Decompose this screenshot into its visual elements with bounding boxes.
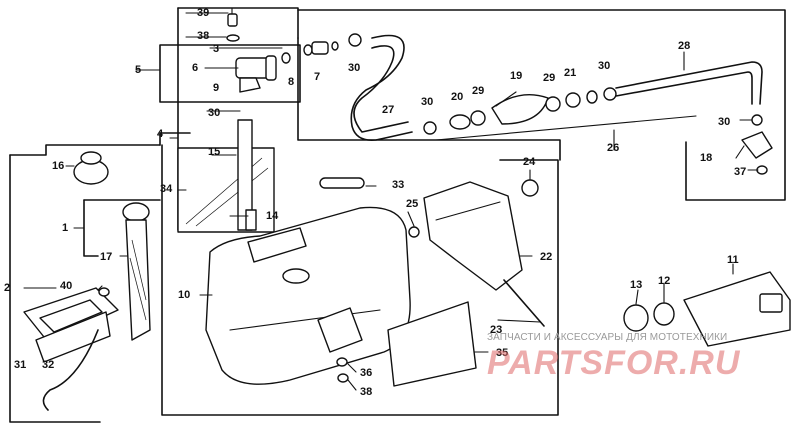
- callout-5: 5: [135, 64, 141, 76]
- callout-26: 26: [607, 142, 619, 154]
- callout-38-top: 38: [197, 30, 209, 42]
- callout-22: 22: [540, 251, 552, 263]
- callout-38-bottom: 38: [360, 386, 372, 398]
- callout-9: 9: [213, 82, 219, 94]
- callout-25: 25: [406, 198, 418, 210]
- callout-18: 18: [700, 152, 712, 164]
- callout-3: 3: [213, 43, 219, 55]
- watermark-brand: PARTSFOR.RU: [487, 344, 741, 382]
- callout-13: 13: [630, 279, 642, 291]
- callout-19: 19: [510, 70, 522, 82]
- callout-32: 32: [42, 359, 54, 371]
- callout-11: 11: [727, 254, 739, 266]
- callout-4: 4: [157, 128, 164, 140]
- callout-7: 7: [314, 71, 320, 83]
- callout-10: 10: [178, 289, 190, 301]
- callout-31: 31: [14, 359, 26, 371]
- callout-30-e: 30: [718, 116, 730, 128]
- callout-21: 21: [564, 67, 576, 79]
- callout-36: 36: [360, 367, 372, 379]
- callout-34: 34: [160, 183, 173, 195]
- tank-strap: [177, 119, 275, 233]
- fuel-tank: [205, 177, 477, 387]
- callout-33: 33: [392, 179, 404, 191]
- callout-29-a: 29: [472, 85, 484, 97]
- callout-2: 2: [4, 282, 10, 294]
- callout-39: 39: [197, 7, 209, 19]
- reservoir-11: [623, 271, 791, 347]
- injector-assembly: [204, 7, 339, 93]
- fuel-cap-and-filter: [23, 151, 151, 411]
- group-frames: [9, 7, 786, 423]
- callout-8: 8: [288, 76, 294, 88]
- callout-30-c: 30: [421, 96, 433, 108]
- callout-15: 15: [208, 146, 220, 158]
- tank-cover: [408, 179, 545, 327]
- callout-17: 17: [100, 251, 112, 263]
- callout-labels: 39 38 3 6 9 5 8 7 30 4 30 15 34 16 1 17 …: [4, 7, 746, 398]
- callout-37: 37: [734, 166, 746, 178]
- callout-24: 24: [523, 156, 536, 168]
- callout-12: 12: [658, 275, 670, 287]
- callout-6: 6: [192, 62, 198, 74]
- callout-27: 27: [382, 104, 394, 116]
- fuel-hoses: [348, 33, 773, 175]
- callout-20: 20: [451, 91, 463, 103]
- callout-30-a: 30: [348, 62, 360, 74]
- callout-23: 23: [490, 324, 502, 336]
- callout-29-b: 29: [543, 72, 555, 84]
- callout-16: 16: [52, 160, 64, 172]
- callout-14: 14: [266, 210, 279, 222]
- leader-lines: [23, 12, 759, 391]
- callout-30-d: 30: [598, 60, 610, 72]
- watermark-caption: ЗАПЧАСТИ И АКСЕССУАРЫ ДЛЯ МОТОТЕХНИКИ: [487, 332, 728, 343]
- callout-1: 1: [62, 222, 68, 234]
- callout-30-b: 30: [208, 107, 220, 119]
- callout-40: 40: [60, 280, 72, 292]
- callout-35: 35: [496, 347, 508, 359]
- callout-28: 28: [678, 40, 690, 52]
